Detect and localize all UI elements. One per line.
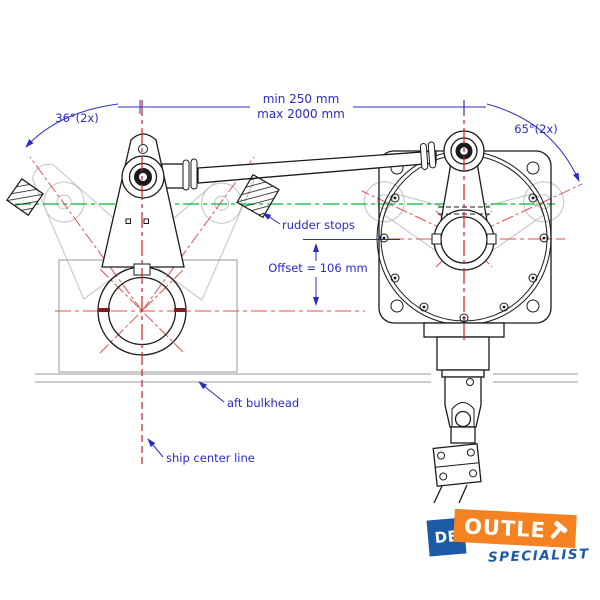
- hammer-t-icon: [545, 518, 570, 543]
- rudder-stop-middle: [236, 173, 280, 219]
- offset-label: Offset = 106 mm: [268, 261, 368, 275]
- outlet-specialist-logo: DE OUTLE SPECIALIST: [426, 508, 590, 568]
- shaft-clamp: [432, 443, 482, 487]
- rudder-stop-left: [6, 178, 44, 216]
- logo-outlet-text: OUTLE: [463, 513, 547, 543]
- ship-center-line-leader: [147, 438, 164, 458]
- logo-specialist-text: SPECIALIST: [487, 546, 591, 566]
- universal-joint-assembly: [423, 322, 505, 504]
- tiller-pivot: [121, 155, 165, 199]
- dimension-min-length: min 250 mm: [263, 92, 340, 106]
- dimension-annotations: [25, 100, 580, 458]
- center-lines: [141, 100, 465, 466]
- corner-bolt-holes: [390, 161, 540, 313]
- logo-outlet-banner: OUTLE: [453, 508, 577, 549]
- rudder-stops: [6, 173, 280, 219]
- angle-label-right: 65°(2x): [514, 122, 557, 136]
- ghost-tiller-positions-left: [5, 142, 281, 301]
- housing-bolt-holes: [379, 193, 549, 323]
- aft-bulkhead-leader: [198, 381, 225, 403]
- angle-arc-right: [486, 103, 580, 182]
- rudder-stops-label: rudder stops: [282, 218, 355, 232]
- rudder-stops-leader: [262, 212, 281, 225]
- aft-bulkhead-lines: [35, 373, 578, 383]
- dimension-max-length: max 2000 mm: [257, 107, 345, 121]
- angle-label-left: 36°(2x): [55, 111, 98, 125]
- drive-shaft: [433, 485, 443, 504]
- ship-center-line-label: ship center line: [166, 451, 255, 465]
- drag-link: [161, 141, 437, 191]
- aft-bulkhead-label: aft bulkhead: [227, 396, 299, 410]
- yoke-pin: [454, 410, 472, 428]
- angle-arc-left: [25, 103, 119, 148]
